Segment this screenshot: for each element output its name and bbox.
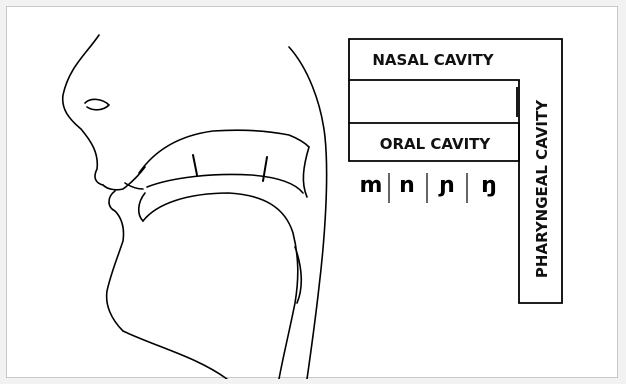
jaw-line [123, 331, 227, 379]
pharyngeal-cavity-label: PHARYNGEAL CAVITY [533, 99, 551, 278]
lower-lip [107, 191, 124, 331]
consonant-palatal-nasal: ɲ [438, 173, 455, 198]
hard-palate [139, 130, 309, 173]
consonant-n: n [399, 173, 415, 198]
tongue-body [143, 193, 298, 379]
consonant-m: m [360, 173, 383, 198]
pharyngeal-wall [289, 47, 327, 379]
nostril [85, 99, 109, 109]
nasal-consonant-row: m n ɲ ŋ [360, 173, 497, 203]
nasal-cavity-box [349, 39, 562, 303]
cavity-schematic [349, 39, 562, 303]
head-profile-drawing [63, 35, 327, 379]
upper-lip [103, 167, 145, 190]
tongue-surface [147, 175, 303, 194]
nasal-cavity-label: NASAL CAVITY [372, 51, 494, 69]
oral-cavity-label: ORAL CAVITY [380, 135, 492, 153]
soft-palate [303, 147, 309, 197]
lower-gum [139, 193, 145, 221]
tooth-stroke-1 [193, 155, 197, 175]
consonant-eng: ŋ [481, 173, 497, 198]
articulation-diagram: NASAL CAVITY ORAL CAVITY PHARYNGEAL CAVI… [6, 6, 618, 378]
